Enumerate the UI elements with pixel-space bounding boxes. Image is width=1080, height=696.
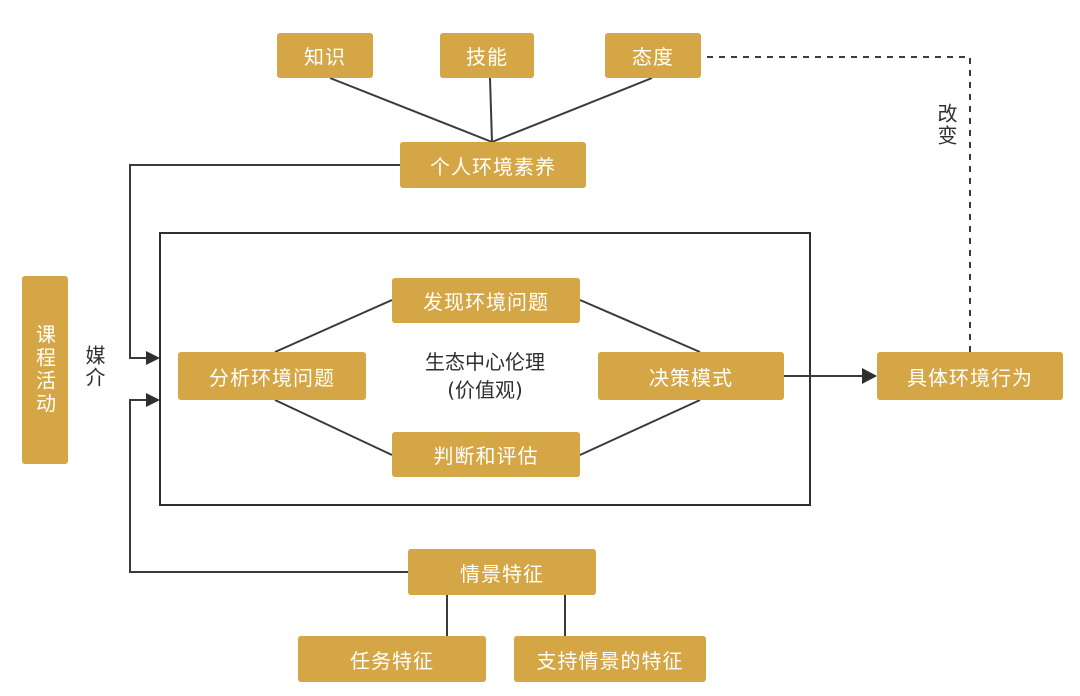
arrow-literacy-into-frame	[146, 351, 160, 365]
values-subtitle: (价值观)	[447, 378, 523, 402]
ecocentric-ethics-title: 生态中心伦理	[425, 350, 545, 374]
situational-features-box: 情景特征	[408, 549, 596, 595]
connector-analyze-to-judge	[274, 399, 393, 456]
analyze-problem-box: 分析环境问题	[178, 352, 366, 400]
connector-change-dashed	[700, 56, 971, 352]
skills-box: 技能	[440, 33, 534, 78]
connector-discover-to-decision	[579, 299, 701, 353]
arrow-situation-into-frame	[146, 393, 160, 407]
change-label: 改变	[934, 103, 958, 147]
judge-evaluate-box: 判断和评估	[392, 432, 580, 477]
arrow-into-behavior	[862, 368, 877, 384]
knowledge-box: 知识	[277, 33, 373, 78]
task-features-box: 任务特征	[298, 636, 486, 682]
ecocentric-ethics-label: 生态中心伦理 (价值观)	[395, 348, 575, 404]
connector-situation-to-frame	[129, 399, 408, 573]
discover-problem-box: 发现环境问题	[392, 278, 580, 323]
connector-attitude-to-literacy	[491, 77, 653, 143]
connector-analyze-to-discover	[274, 299, 393, 353]
connector-skills-to-literacy	[489, 77, 493, 143]
decision-mode-box: 决策模式	[598, 352, 784, 400]
concrete-behavior-box: 具体环境行为	[877, 352, 1063, 400]
connector-literacy-to-frame	[129, 164, 400, 359]
attitude-box: 态度	[605, 33, 701, 78]
media-label: 媒介	[82, 345, 106, 389]
personal-literacy-box: 个人环境素养	[400, 142, 586, 188]
ethics-frame	[159, 232, 811, 506]
connector-knowledge-to-literacy	[329, 77, 493, 143]
connector-judge-to-decision	[579, 399, 701, 456]
course-activities-box: 课程活动	[22, 276, 68, 464]
supporting-situation-features-box: 支持情景的特征	[514, 636, 706, 682]
